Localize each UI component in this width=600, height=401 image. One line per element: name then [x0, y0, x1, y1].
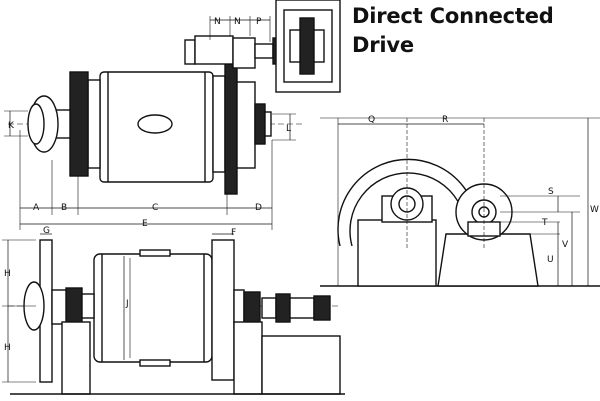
dim-label-t: T	[541, 218, 548, 228]
title-line-2: Drive	[352, 33, 414, 57]
plan-view	[4, 0, 341, 230]
dim-label-h-upper: H	[4, 269, 11, 279]
dim-label-c: C	[152, 203, 158, 213]
dim-label-e: E	[142, 219, 148, 229]
dim-label-d: D	[255, 203, 262, 213]
dim-label-k: K	[8, 121, 15, 131]
elevation-dimension-lines	[7, 233, 234, 382]
dim-label-v: V	[562, 240, 569, 250]
dim-label-l: L	[286, 124, 291, 134]
dim-label-g: G	[43, 226, 50, 236]
dim-label-f: F	[231, 228, 236, 238]
end-dimension-lines	[338, 118, 589, 286]
dimension-letters: N N P K L A B C D E G F H H J Q R S T U …	[4, 17, 599, 353]
dim-label-s: S	[548, 187, 554, 197]
title-line-1: Direct Connected	[352, 4, 554, 28]
elevation-view	[2, 239, 345, 395]
end-view	[320, 117, 600, 287]
dim-label-a: A	[33, 203, 40, 213]
plan-dimension-lines	[9, 19, 291, 225]
dim-label-n2: N	[234, 17, 241, 27]
dim-label-h-lower: H	[4, 343, 11, 353]
dim-label-p: P	[256, 17, 262, 27]
dim-label-w: W	[590, 205, 599, 215]
dim-label-u: U	[547, 255, 554, 265]
dim-label-n1: N	[214, 17, 221, 27]
dim-label-q: Q	[368, 115, 375, 125]
dim-label-j: J	[125, 299, 129, 309]
dim-label-b: B	[61, 203, 67, 213]
dim-label-r: R	[442, 115, 448, 125]
